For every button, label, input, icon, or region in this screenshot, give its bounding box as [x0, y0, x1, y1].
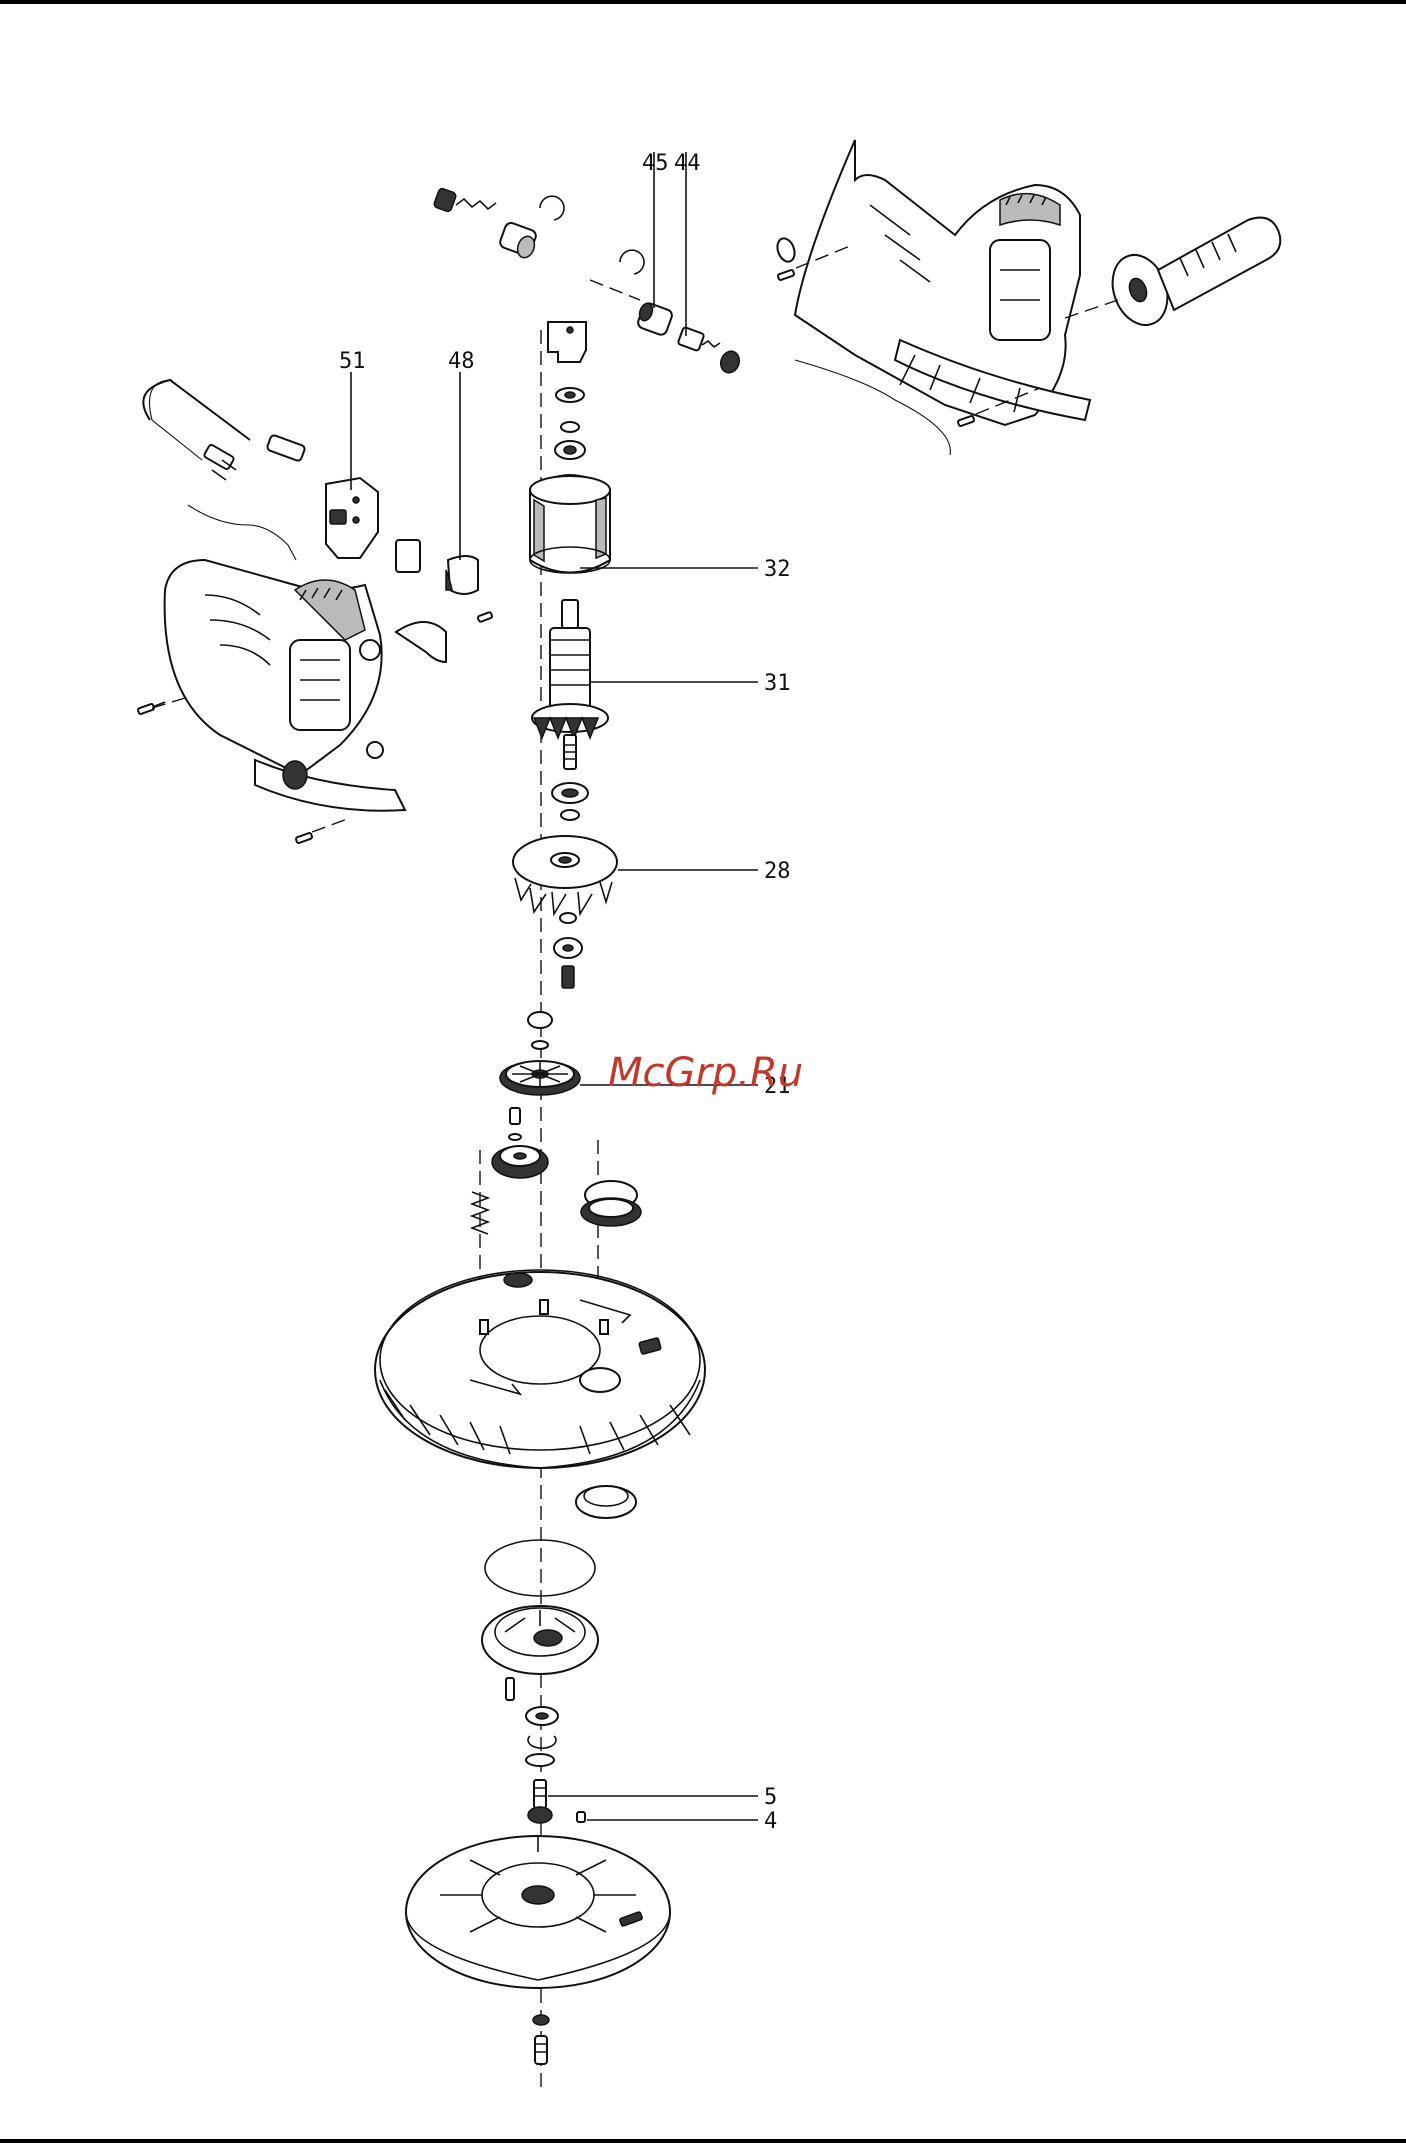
callout-31: 31	[764, 671, 791, 696]
fan-28	[513, 836, 617, 914]
washer-and-circlip	[526, 1707, 558, 1766]
seal-ring	[576, 1486, 636, 1518]
motor-lower-bearing	[552, 783, 588, 820]
brush-assembly-left	[433, 188, 644, 300]
pinion-stack	[528, 913, 582, 1049]
part-48	[446, 556, 478, 594]
small-screw	[477, 612, 492, 622]
watermark-text: McGrp.Ru	[608, 1050, 803, 1096]
callout-5: 5	[764, 1785, 777, 1810]
carbon-brush-44	[678, 327, 743, 376]
filter-piece	[396, 540, 420, 572]
callout-28: 28	[764, 859, 791, 884]
stator-32	[530, 475, 610, 573]
o-ring	[485, 1540, 595, 1596]
callout-44: 44	[674, 151, 701, 176]
callout-51: 51	[339, 349, 366, 374]
motor-top-cap	[548, 322, 586, 459]
switch-51	[326, 478, 378, 558]
spindle-5	[528, 1780, 552, 1823]
gear-21	[500, 1061, 580, 1095]
intermediate-gear	[492, 1108, 548, 1178]
callout-4: 4	[764, 1809, 777, 1834]
eccentric-bearing	[581, 1181, 641, 1226]
gear-housing	[375, 1270, 705, 1468]
left-housing	[137, 380, 405, 844]
pad-screw	[533, 2015, 549, 2064]
side-handle	[1065, 218, 1280, 333]
bearing-flange	[482, 1606, 598, 1700]
right-housing	[774, 140, 1090, 455]
callout-45: 45	[642, 151, 669, 176]
armature-31	[532, 600, 608, 769]
callout-48: 48	[448, 349, 475, 374]
callout-32: 32	[764, 557, 791, 582]
key-4	[577, 1812, 585, 1822]
brush-holder-45	[636, 301, 673, 336]
sanding-pad	[406, 1836, 670, 1988]
lever	[396, 622, 446, 662]
